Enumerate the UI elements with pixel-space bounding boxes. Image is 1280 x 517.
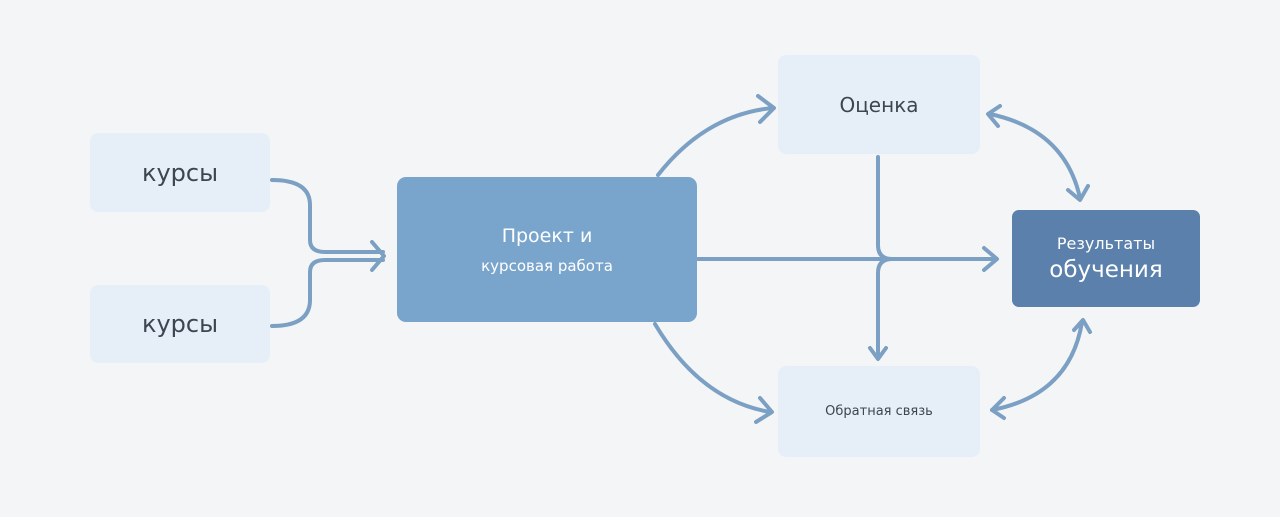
arrowhead-feedback-top xyxy=(868,346,888,361)
feedback-box: Обратная связь xyxy=(778,366,980,457)
project-label-line2: курсовая работа xyxy=(481,256,613,275)
assessment-box: Оценка xyxy=(778,55,980,154)
course-label: курсы xyxy=(141,158,219,187)
double-arrow-feedback-outcomes xyxy=(990,320,1084,412)
outcomes-label-line1: Результаты xyxy=(1056,234,1156,253)
outcomes-label-line2: обучения xyxy=(1049,257,1163,283)
arrow-project-to-feedback xyxy=(653,322,772,414)
double-arrow-assessment-outcomes xyxy=(988,112,1082,200)
assessment-label: Оценка xyxy=(839,92,919,117)
course-box-2: курсы xyxy=(90,285,270,363)
arrow-course1-to-project xyxy=(270,178,385,254)
arrow-to-feedback-down xyxy=(876,257,894,360)
arrow-course2-to-project xyxy=(270,258,385,328)
project-label-line1: Проект и xyxy=(501,224,593,247)
arrow-project-to-assessment xyxy=(656,106,774,177)
arrowhead-outcomes xyxy=(982,246,999,272)
course-box-1: курсы xyxy=(90,133,270,212)
arrow-assessment-down xyxy=(876,155,894,261)
arrowhead-feedback xyxy=(754,396,774,424)
course-label: курсы xyxy=(141,310,219,338)
project-box: Проект и курсовая работа xyxy=(397,177,697,322)
outcomes-box: Результаты обучения xyxy=(1012,210,1200,307)
arrowhead-project-in xyxy=(370,240,386,272)
feedback-label: Обратная связь xyxy=(825,404,933,419)
arrowhead-assessment xyxy=(756,94,776,124)
